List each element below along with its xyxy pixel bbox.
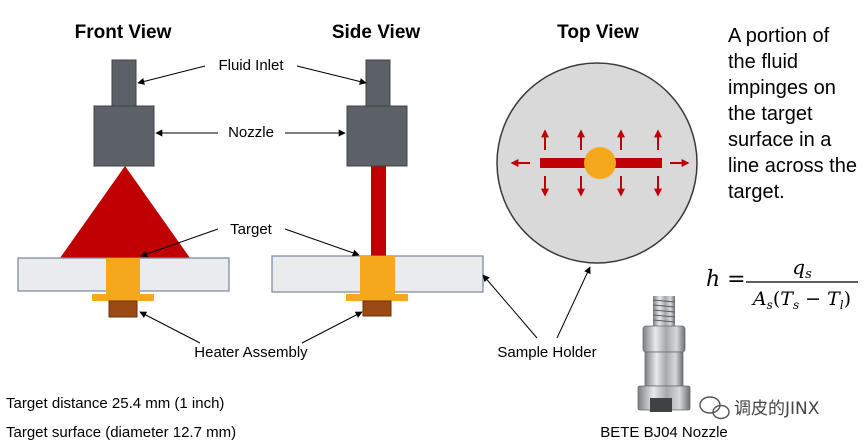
- description-line: target.: [728, 181, 785, 203]
- front-heater: [108, 300, 138, 318]
- front-target: [106, 258, 140, 294]
- description-line: line across the: [728, 155, 857, 177]
- side-fluid-inlet: [365, 59, 391, 107]
- description-line: surface in a: [728, 129, 832, 151]
- description-line: A portion of: [728, 25, 830, 47]
- nozzle-body: [644, 351, 684, 387]
- side-spray-jet: [371, 166, 386, 258]
- side-target-flange: [346, 294, 408, 301]
- nozzle-photo-caption: BETE BJ04 Nozzle: [600, 424, 728, 441]
- description-text: A portion of the fluid impinges on the t…: [728, 25, 857, 203]
- nozzle-tip: [650, 398, 672, 412]
- top-view: [496, 62, 698, 264]
- side-heater: [362, 300, 392, 317]
- side-target: [360, 256, 395, 294]
- wechat-icon: [699, 396, 730, 420]
- target-label: Target: [230, 221, 273, 238]
- side-view: [271, 59, 484, 317]
- heater-assembly-label: Heater Assembly: [194, 344, 308, 361]
- side-nozzle: [346, 105, 408, 167]
- description-line: impinges on: [728, 77, 836, 99]
- watermark-text: 调皮的JINX: [734, 399, 820, 419]
- nozzle-label: Nozzle: [228, 124, 274, 141]
- target-distance-note: Target distance 25.4 mm (1 inch): [6, 395, 224, 412]
- spread-arrows: [510, 129, 690, 197]
- front-nozzle: [93, 105, 155, 167]
- front-view-title: Front View: [75, 22, 172, 43]
- nozzle-hex-body: [642, 325, 686, 353]
- front-view: [17, 59, 230, 318]
- watermark: 调皮的JINX: [699, 396, 820, 420]
- sample-holder-label: Sample Holder: [497, 344, 596, 361]
- bete-bj04-nozzle-photo: [637, 296, 691, 412]
- side-view-title: Side View: [332, 22, 421, 43]
- front-fluid-inlet: [111, 59, 137, 107]
- equation-numerator: qs: [792, 255, 812, 282]
- front-target-flange: [92, 294, 154, 301]
- top-view-title: Top View: [557, 22, 639, 43]
- fluid-inlet-label: Fluid Inlet: [218, 57, 284, 74]
- target-surface-note: Target surface (diameter 12.7 mm): [6, 424, 236, 441]
- heat-transfer-equation: h = qs As(Ts − Tl): [706, 255, 858, 312]
- equation-lhs: h =: [706, 267, 746, 292]
- equation-denominator: As(Ts − Tl): [751, 288, 851, 312]
- front-spray-cone: [60, 166, 190, 258]
- description-line: the target: [728, 103, 813, 125]
- top-view-target: [584, 147, 616, 179]
- description-line: the fluid: [728, 51, 798, 73]
